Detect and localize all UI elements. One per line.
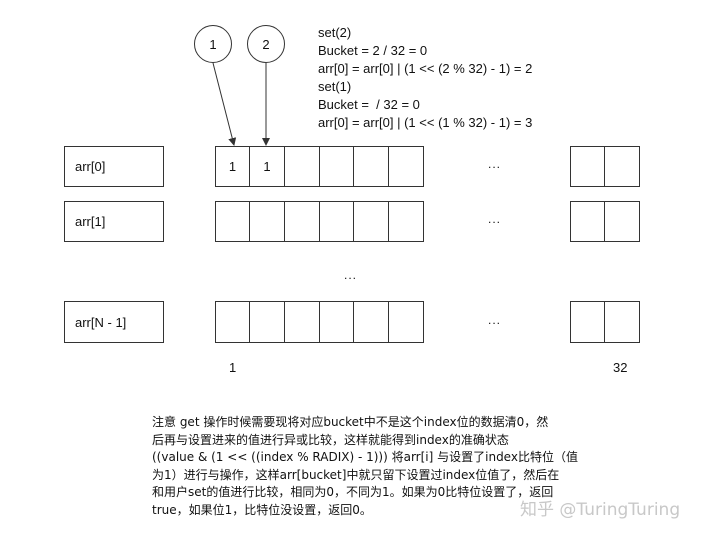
note-line: true，如果位1，比特位没设置，返回0。 <box>152 502 372 517</box>
bit-cell: 1 <box>215 146 250 187</box>
bit-cell <box>249 201 285 242</box>
circle-index-1: 1 <box>194 25 232 63</box>
note-line: 为1）进行与操作，这样arr[bucket]中就只留下设置过index位值了，然… <box>152 467 560 482</box>
code-line: Bucket = / 32 = 0 <box>318 97 420 112</box>
row-ellipsis: ... <box>488 212 502 226</box>
bit-cell <box>319 146 354 187</box>
bit-cell <box>604 146 640 187</box>
row-label-arr1: arr[1] <box>64 201 164 242</box>
note-line: ((value & (1 << ((index % RADIX) - 1))) … <box>152 450 578 465</box>
bit-cell <box>604 201 640 242</box>
bit-cell <box>388 201 424 242</box>
arrow-1 <box>212 62 237 146</box>
note-line: 后再与设置进来的值进行异或比较，这样就能得到index的准确状态 <box>152 432 509 447</box>
row-label-arr0: arr[0] <box>64 146 164 187</box>
rows-ellipsis: ... <box>344 268 358 282</box>
bit-cell <box>353 146 389 187</box>
code-line: arr[0] = arr[0] | (1 << (2 % 32) - 1) = … <box>318 61 533 76</box>
watermark: 知乎 @TuringTuring <box>520 500 681 520</box>
note-line: 和用户set的值进行比较，相同为0，不同为1。如果为0比特位设置了，返回 <box>152 485 554 500</box>
bit-start-label: 1 <box>229 360 237 375</box>
code-line: Bucket = 2 / 32 = 0 <box>318 43 428 58</box>
bit-cell <box>284 201 320 242</box>
bit-cell <box>319 201 354 242</box>
bit-cell <box>319 301 354 343</box>
row-ellipsis: ... <box>488 157 502 171</box>
bit-cell <box>215 201 250 242</box>
code-line: set(1) <box>318 79 352 94</box>
bit-cell <box>604 301 640 343</box>
bit-cell <box>215 301 250 343</box>
bit-cell <box>388 301 424 343</box>
note-line: 注意 get 操作时候需要现将对应bucket中不是这个index位的数据清0，… <box>152 415 549 429</box>
bit-cell <box>388 146 424 187</box>
explanation-note: 注意 get 操作时候需要现将对应bucket中不是这个index位的数据清0，… <box>152 414 612 520</box>
bit-cell <box>570 201 605 242</box>
bit-cell <box>353 201 389 242</box>
bit-cell <box>570 146 605 187</box>
row-label-arrN-1: arr[N - 1] <box>64 301 164 343</box>
bit-cell <box>570 301 605 343</box>
code-line: set(2) <box>318 25 352 40</box>
row-ellipsis: ... <box>488 313 502 327</box>
circle-index-2: 2 <box>247 25 285 63</box>
bit-cell <box>284 146 320 187</box>
bit-cell <box>353 301 389 343</box>
bit-cell <box>284 301 320 343</box>
bit-end-label: 32 <box>613 360 628 375</box>
code-line: arr[0] = arr[0] | (1 << (1 % 32) - 1) = … <box>318 115 533 130</box>
bit-cell <box>249 301 285 343</box>
bit-cell: 1 <box>249 146 285 187</box>
